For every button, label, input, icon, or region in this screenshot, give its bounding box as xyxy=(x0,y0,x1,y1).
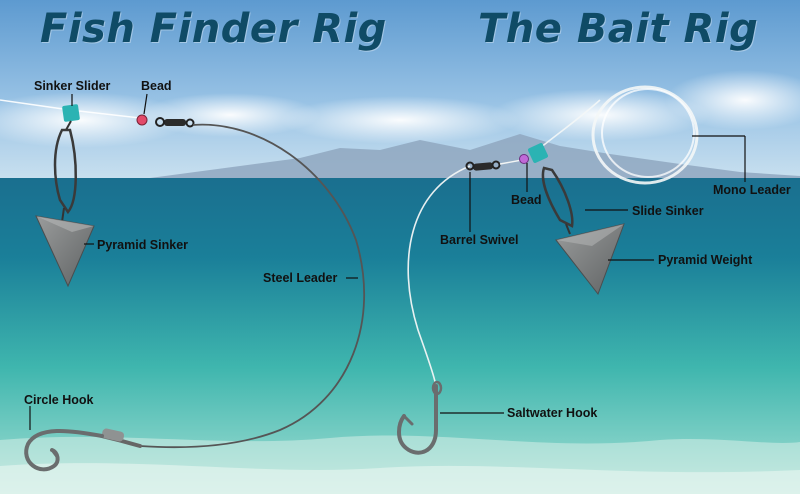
snap-clip-left xyxy=(53,128,77,215)
label-barrel-swivel: Barrel Swivel xyxy=(440,233,519,247)
label-mono-leader: Mono Leader xyxy=(713,183,791,197)
snap-swivel-left xyxy=(155,117,195,128)
steel-leader xyxy=(139,123,365,449)
label-pyramid-weight: Pyramid Weight xyxy=(658,253,753,267)
barrel-swivel-right xyxy=(465,159,523,171)
title-fish-finder-rig: Fish Finder Rig xyxy=(40,6,387,52)
label-saltwater-hook: Saltwater Hook xyxy=(507,406,598,420)
slide-sinker-right xyxy=(528,143,574,228)
saltwater-hook-right xyxy=(397,380,443,455)
bead-right xyxy=(519,154,529,164)
label-bead-left: Bead xyxy=(141,79,172,93)
shore-foam xyxy=(0,463,800,494)
title-bait-rig: The Bait Rig xyxy=(478,6,759,52)
label-sinker-slider: Sinker Slider xyxy=(34,79,111,93)
callout-lines xyxy=(29,93,746,430)
circle-hook-left xyxy=(24,428,142,472)
mountains xyxy=(150,134,800,180)
label-circle-hook: Circle Hook xyxy=(24,393,94,407)
clouds xyxy=(0,70,800,148)
label-pyramid-sinker: Pyramid Sinker xyxy=(97,238,189,252)
label-bead-right: Bead xyxy=(511,193,542,207)
pyramid-weight-right xyxy=(555,223,625,296)
pyramid-sinker-left xyxy=(35,207,95,288)
bead-left xyxy=(136,114,148,126)
label-steel-leader: Steel Leader xyxy=(263,271,338,285)
label-slide-sinker: Slide Sinker xyxy=(632,204,704,218)
mono-leader-coil xyxy=(591,85,699,185)
sinker-slider-left xyxy=(62,104,80,131)
